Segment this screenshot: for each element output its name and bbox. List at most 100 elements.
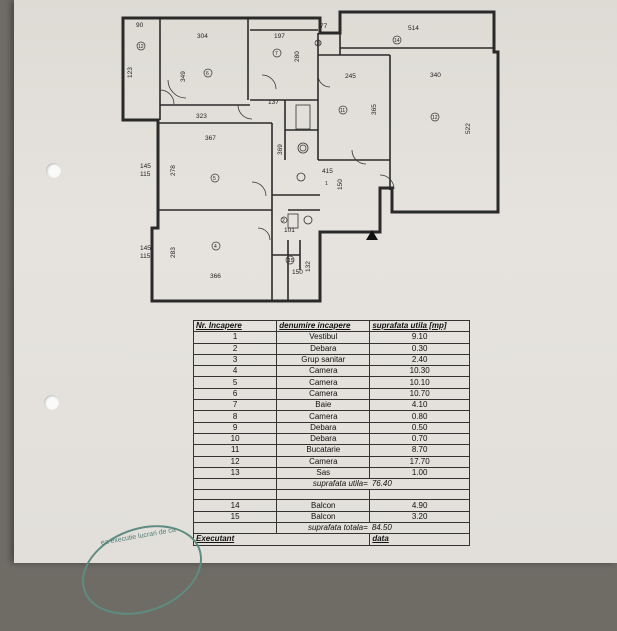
- floor-plan: 90 304 197 77 514 245 340 323 137 367 41…: [121, 10, 500, 303]
- room-number-cell: 14: [192, 499, 278, 512]
- dim-label: 245: [345, 73, 356, 80]
- summary-row: suprafata utila= 76.40: [192, 478, 470, 491]
- room-number-cell: 5: [192, 376, 278, 389]
- room-name-cell: Debara: [276, 342, 371, 355]
- dim-label: 522: [465, 123, 472, 134]
- room-number-cell: 10: [192, 432, 278, 446]
- room-number: 2: [282, 218, 285, 224]
- room-number: 5: [213, 176, 216, 182]
- sink-icon: [296, 172, 306, 182]
- room-number-cell: 7: [192, 399, 278, 412]
- dim-label: 197: [274, 33, 285, 40]
- room-number: 12: [138, 44, 144, 50]
- room-name-cell: Balcon: [276, 499, 371, 512]
- dim-label: 280: [294, 51, 301, 62]
- dim-label: 101: [284, 227, 295, 234]
- room-name-cell: Debara: [276, 432, 371, 446]
- room-number-cell: 1: [192, 331, 278, 344]
- room-number-cell: 4: [192, 365, 278, 378]
- room-area-cell: 0.30: [369, 342, 470, 355]
- room-area-cell: 10.70: [369, 387, 470, 401]
- room-number: 6: [206, 71, 209, 77]
- room-name-cell: Debara: [276, 421, 371, 434]
- utila-value: 76.40: [369, 478, 470, 491]
- dim-label: 283: [170, 247, 177, 258]
- room-number: 4: [214, 244, 217, 250]
- toilet-icon: [297, 142, 309, 154]
- room-number-cell: 9: [192, 421, 278, 434]
- dim-label: 366: [210, 273, 221, 280]
- dim-label: 365: [371, 104, 378, 115]
- room-number: 1: [325, 181, 328, 187]
- dim-label: 150: [337, 179, 344, 190]
- room-area-cell: 0.70: [369, 432, 470, 446]
- dim-label: 145: [140, 163, 151, 170]
- outer-wall: [121, 10, 500, 303]
- utila-label: suprafata utila=: [276, 478, 370, 491]
- entrance-arrow-icon: [366, 230, 378, 240]
- room-number: 11: [340, 108, 345, 114]
- spacer-row: [192, 489, 470, 501]
- bathtub-icon: [295, 104, 311, 130]
- room-name-cell: Baie: [276, 399, 371, 412]
- door-swing: [237, 104, 253, 120]
- room-name-cell: Grup sanitar: [276, 353, 371, 367]
- room-number-cell: 3: [192, 353, 278, 367]
- room-name-cell: Bucatarie: [276, 444, 371, 457]
- room-number: 10: [316, 41, 322, 47]
- dim-label: 90: [136, 22, 144, 29]
- door-swing: [159, 89, 175, 105]
- col-header: Nr. Incapere: [192, 319, 278, 333]
- room-name-cell: Camera: [276, 410, 371, 423]
- room-number-cell: 6: [192, 387, 278, 401]
- col-header: denumire incapere: [276, 319, 371, 333]
- punch-hole-top: [46, 163, 61, 178]
- room-name-cell: Camera: [276, 365, 371, 378]
- toilet-icon: [303, 215, 313, 225]
- punch-hole-bottom: [44, 395, 59, 410]
- room-number-cell: 11: [192, 444, 278, 457]
- room-name-cell: Sas: [276, 466, 371, 480]
- door-swing: [251, 181, 267, 197]
- dim-label: 145: [140, 245, 151, 252]
- dim-label: 137: [268, 99, 279, 106]
- dim-label: 115: [140, 253, 151, 260]
- room-number-cell: 2: [192, 342, 278, 355]
- door-swing: [167, 79, 187, 99]
- room-area-cell: 9.10: [369, 331, 470, 344]
- shower-icon: [287, 213, 299, 229]
- room-area-cell: 10.30: [369, 365, 470, 378]
- room-name-cell: Vestibul: [276, 331, 371, 344]
- room-number: 15: [288, 258, 294, 264]
- dim-label: 115: [140, 171, 151, 178]
- totala-value: 84.50: [369, 522, 470, 535]
- room-name-cell: Camera: [276, 387, 371, 401]
- room-area-cell: 10.10: [369, 376, 470, 389]
- dim-label: 323: [196, 113, 207, 120]
- dim-label: 123: [127, 67, 134, 78]
- dim-label: 367: [205, 135, 216, 142]
- door-swing: [351, 149, 367, 165]
- room-number-cell: 13: [192, 466, 278, 480]
- dim-label: 415: [322, 168, 333, 175]
- room-area-cell: 0.80: [369, 410, 470, 423]
- room-area-cell: 0.50: [369, 421, 470, 434]
- executant-label: Executant: [192, 533, 371, 546]
- dim-label: 150: [292, 269, 303, 276]
- dim-label: 304: [197, 33, 208, 40]
- room-area-cell: 17.70: [369, 455, 470, 468]
- room-area-cell: 4.10: [369, 399, 470, 412]
- door-swing: [257, 227, 271, 241]
